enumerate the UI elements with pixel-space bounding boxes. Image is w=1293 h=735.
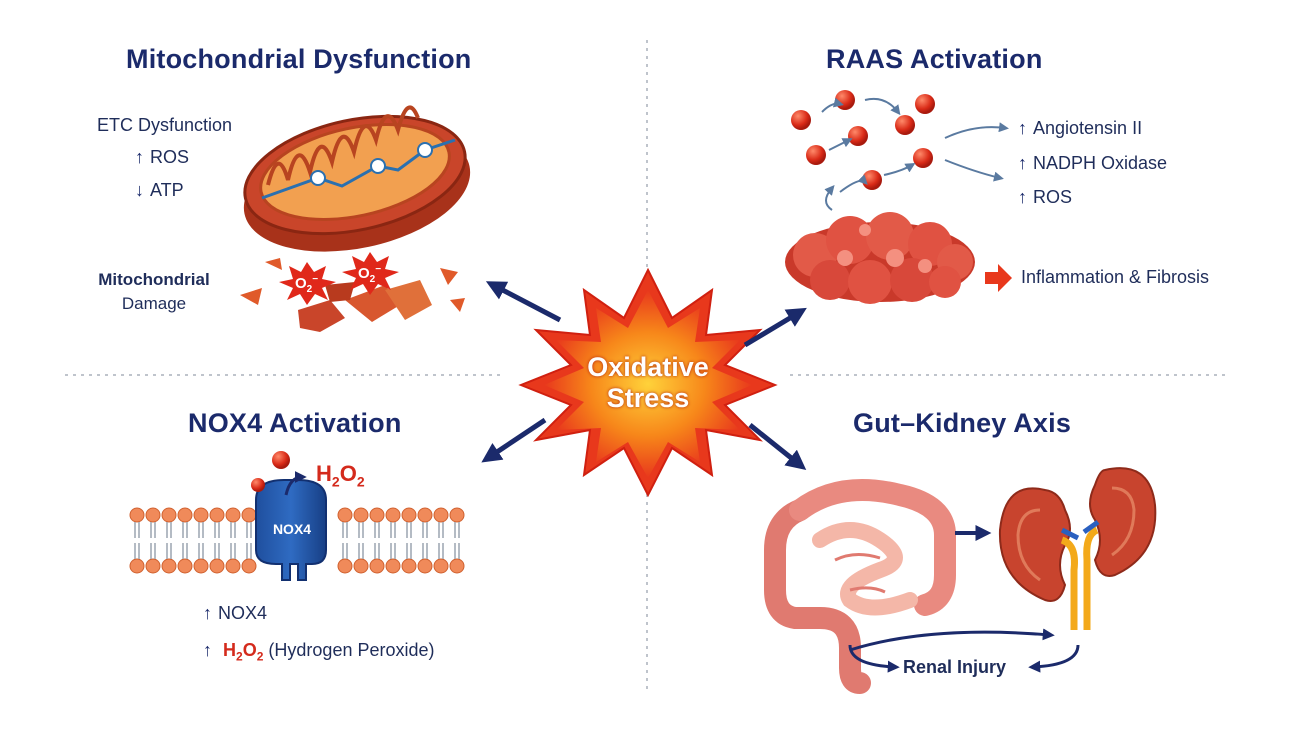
- nox-item-o: O: [242, 640, 257, 660]
- superoxide-radical-1: [279, 262, 336, 305]
- nox-title: NOX4 Activation: [188, 408, 402, 438]
- radical-2-o: O: [358, 265, 370, 282]
- inflammation-arrow: [985, 264, 1012, 292]
- nox-item-h2o2-desc: (Hydrogen Peroxide): [268, 640, 435, 660]
- ureters: [1060, 519, 1100, 630]
- lipid-head: [225, 558, 241, 574]
- lipid-head: [161, 558, 177, 574]
- raas-outcome-label: Inflammation & Fibrosis: [1021, 267, 1210, 287]
- mitochondrion-illustration: [243, 105, 471, 252]
- nox-item-sub1: 2: [236, 649, 243, 664]
- h2o2-o: O: [339, 461, 357, 486]
- mito-damage-line1: Mitochondrial: [98, 270, 210, 289]
- radical-1-sub: 2: [306, 284, 313, 295]
- lipid-head: [353, 558, 369, 574]
- radical-label-1: O2−: [295, 274, 318, 295]
- quadrant-dividers: [65, 40, 1230, 690]
- h2o2-sub2: 2: [356, 473, 365, 490]
- lipid-head: [241, 558, 257, 574]
- lipid-head: [417, 558, 433, 574]
- lipid-head: [145, 507, 161, 523]
- lipid-head: [369, 507, 385, 523]
- lipid-head: [401, 507, 417, 523]
- lipid-head: [401, 558, 417, 574]
- angiotensin-molecules: [791, 90, 1009, 211]
- lipid-head: [369, 558, 385, 574]
- lipid-head: [337, 558, 353, 574]
- lipid-head: [209, 558, 225, 574]
- mito-damage-label: Mitochondrial Damage: [89, 270, 219, 314]
- mito-ros-label: ROS: [135, 147, 189, 168]
- right-kidney: [1089, 467, 1157, 577]
- gut-title: Gut–Kidney Axis: [853, 408, 1072, 438]
- lipid-head: [449, 558, 465, 574]
- raas-item-nadph: NADPH Oxidase: [1018, 153, 1167, 174]
- lipid-head: [209, 507, 225, 523]
- h2o2-label: H2O2: [316, 461, 365, 489]
- etc-dysfunction-label: ETC Dysfunction: [97, 115, 233, 135]
- renal-loop-arrow-left: [848, 644, 900, 673]
- lipid-head: [337, 507, 353, 523]
- radical-2-sup: −: [375, 264, 382, 275]
- center-arrows: [481, 281, 807, 470]
- h2o2-sub1: 2: [331, 473, 340, 490]
- lipid-head: [193, 507, 209, 523]
- oxygen-molecule-1: [272, 451, 290, 469]
- superoxide-radical-2: [342, 252, 399, 295]
- raas-title: RAAS Activation: [826, 44, 1043, 74]
- lipid-head: [129, 558, 145, 574]
- lipid-head: [353, 507, 369, 523]
- lipid-head: [193, 558, 209, 574]
- lipid-head: [145, 558, 161, 574]
- oxygen-molecule-2: [251, 478, 265, 492]
- lipid-head: [161, 507, 177, 523]
- raas-item-ros: ROS: [1018, 187, 1072, 208]
- mitochondrial-debris: [240, 258, 465, 332]
- nox-item-h2o2-formula: H2O2: [223, 640, 263, 664]
- nox-item-nox4: NOX4: [203, 603, 267, 624]
- lipid-head: [177, 558, 193, 574]
- nox4-enzyme: [255, 479, 327, 581]
- left-kidney: [998, 487, 1071, 602]
- lipid-head: [177, 507, 193, 523]
- lipid-head: [385, 558, 401, 574]
- renal-injury-label: Renal Injury: [903, 657, 1007, 677]
- lipid-head: [385, 507, 401, 523]
- lipid-head: [241, 507, 257, 523]
- intestine-illustration: [764, 479, 956, 694]
- center-label-line1: Oxidative: [587, 352, 709, 382]
- center-label: Oxidative Stress: [548, 352, 748, 414]
- nox-item-h: H: [223, 640, 237, 660]
- radical-label-2: O2−: [358, 264, 381, 285]
- cell-membrane: [129, 507, 465, 574]
- h2o2-release-arrow: [284, 471, 307, 496]
- nox-enzyme-label: NOX4: [272, 521, 312, 537]
- radical-1-sup: −: [312, 274, 319, 285]
- lipid-head: [433, 558, 449, 574]
- lipid-head: [433, 507, 449, 523]
- renal-loop-arrow-top: [849, 628, 1055, 652]
- fibrotic-tissue: [785, 212, 975, 304]
- oxidative-stress-burst: [518, 267, 778, 498]
- raas-item-angiotensin: Angiotensin II: [1018, 118, 1142, 139]
- center-label-line2: Stress: [606, 383, 690, 413]
- nox-item-sub2: 2: [256, 649, 264, 664]
- h2o2-h: H: [316, 461, 332, 486]
- lipid-head: [449, 507, 465, 523]
- mito-title: Mitochondrial Dysfunction: [126, 44, 472, 74]
- radical-2-sub: 2: [369, 274, 376, 285]
- mito-atp-label: ATP: [135, 180, 184, 201]
- lipid-head: [129, 507, 145, 523]
- mito-damage-line2: Damage: [121, 294, 187, 313]
- renal-loop-arrow-right: [1028, 644, 1080, 673]
- lipid-head: [225, 507, 241, 523]
- nox-item-h2o2: H2O2 (Hydrogen Peroxide): [203, 640, 435, 664]
- lipid-head: [417, 507, 433, 523]
- radical-1-o: O: [295, 275, 307, 292]
